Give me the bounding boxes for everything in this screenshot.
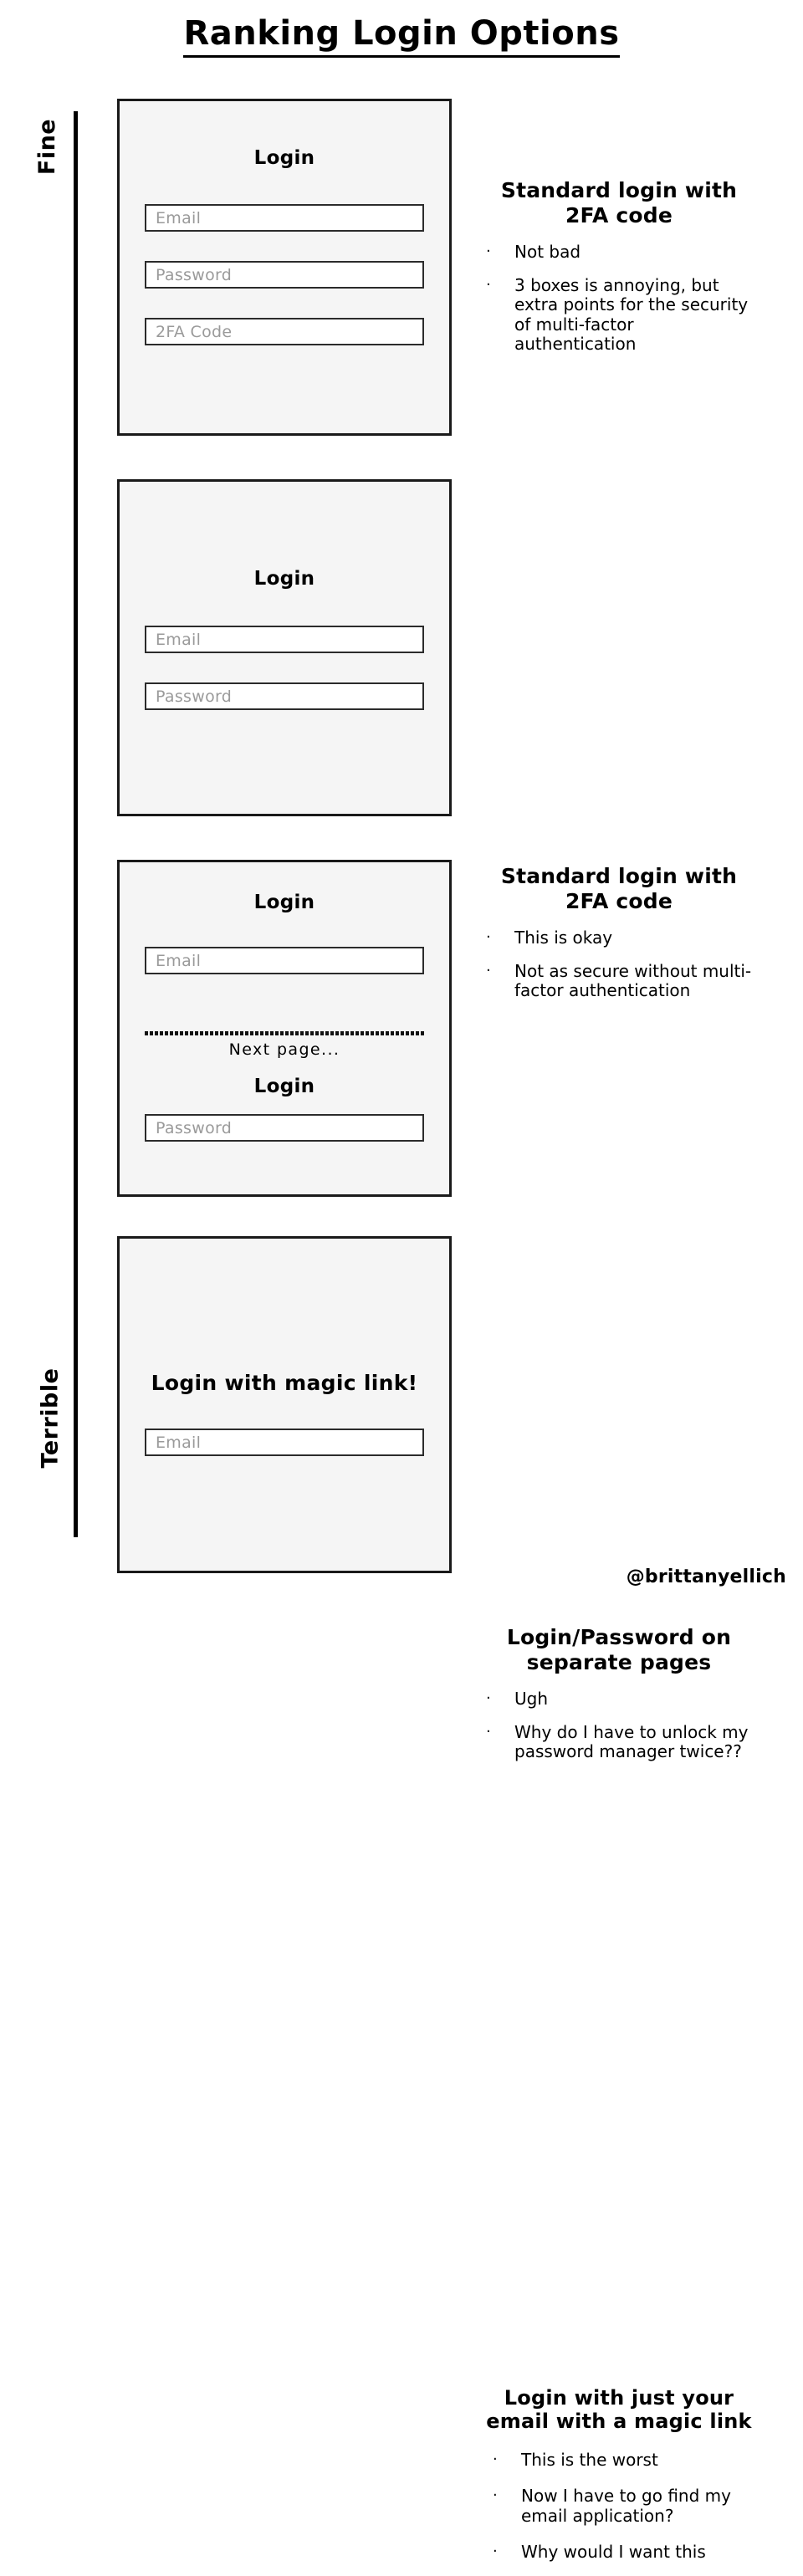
bullet-dot-icon: · <box>486 243 491 260</box>
next-page-label: Next page... <box>228 1040 340 1059</box>
list-item: · Why would I want this <box>481 2543 757 2563</box>
annotation-block-4: Login with just your email with a magic … <box>481 2386 757 2576</box>
list-item: · Now I have to go find my email applica… <box>481 2486 757 2526</box>
annotation-bullet-list: · Not bad · 3 boxes is annoying, but ext… <box>481 242 757 355</box>
annotation-block-3: Login/Password on separate pages · Ugh ·… <box>481 1625 757 1776</box>
login-mockup-card-2: Login Email Password <box>117 479 452 816</box>
mockup-heading: Login <box>253 568 315 590</box>
bullet-dot-icon: · <box>486 961 491 979</box>
page-title-container: Ranking Login Options <box>0 15 803 58</box>
bullet-text: Not as secure without multi-factor authe… <box>514 960 752 1001</box>
mockup-heading-second-page: Login <box>253 1076 315 1097</box>
login-mockup-card-3: Login Email Next page... Login Password <box>117 860 452 1197</box>
password-field[interactable]: Password <box>145 682 424 710</box>
email-field[interactable]: Email <box>145 947 424 974</box>
annotation-heading: Standard login with 2FA code <box>500 178 738 227</box>
bullet-text: 3 boxes is annoying, but extra points fo… <box>514 274 749 355</box>
bullet-text: Why would I want this <box>521 2542 706 2563</box>
annotation-bullet-list: · This is the worst · Now I have to go f… <box>481 2449 757 2563</box>
bullet-text: This is okay <box>514 928 613 948</box>
list-item: · This is the worst <box>481 2449 757 2471</box>
annotation-heading: Standard login with 2FA code <box>500 864 738 913</box>
login-mockup-card-1: Login Email Password 2FA Code <box>117 99 452 436</box>
axis-label-terrible: Terrible <box>0 1368 75 1469</box>
annotation-bullet-list: · This is okay · Not as secure without m… <box>481 928 757 1001</box>
bullet-text: Why do I have to unlock my password mana… <box>514 1721 749 1762</box>
perforation-line-icon <box>145 1031 424 1035</box>
bullet-dot-icon: · <box>486 1689 491 1707</box>
list-item: · 3 boxes is annoying, but extra points … <box>481 274 757 355</box>
email-field[interactable]: Email <box>145 1429 424 1456</box>
bullet-text: Now I have to go find my email applicati… <box>521 2486 731 2526</box>
bullet-text: Ugh <box>514 1689 549 1709</box>
ranking-axis-line <box>74 111 78 1537</box>
axis-label-fine: Fine <box>0 119 75 175</box>
twofa-code-field[interactable]: 2FA Code <box>145 318 424 345</box>
password-field[interactable]: Password <box>145 261 424 289</box>
email-field[interactable]: Email <box>145 204 424 232</box>
bullet-dot-icon: · <box>486 275 491 294</box>
list-item: · Not as secure without multi-factor aut… <box>481 960 757 1001</box>
axis-label-terrible-text: Terrible <box>37 1367 64 1469</box>
password-field[interactable]: Password <box>145 1114 424 1142</box>
mockup-heading: Login <box>253 147 315 169</box>
list-item: · Not bad <box>481 242 757 263</box>
page-break-divider: Next page... <box>145 1031 424 1059</box>
bullet-dot-icon: · <box>486 928 491 946</box>
annotation-heading: Login with just your email with a magic … <box>486 2386 752 2434</box>
bullet-text: This is the worst <box>521 2449 658 2470</box>
mockup-heading: Login with magic link! <box>151 1371 418 1395</box>
login-mockup-card-4: Login with magic link! Email <box>117 1236 452 1573</box>
bullet-text: Not bad <box>514 242 581 262</box>
annotation-bullet-list: · Ugh · Why do I have to unlock my passw… <box>481 1689 757 1762</box>
bullet-dot-icon: · <box>493 2450 498 2468</box>
annotation-block-2: Standard login with 2FA code · This is o… <box>481 864 757 1015</box>
bullet-dot-icon: · <box>493 2487 498 2505</box>
annotation-heading: Login/Password on separate pages <box>506 1625 732 1674</box>
annotation-block-1: Standard login with 2FA code · Not bad ·… <box>481 178 757 368</box>
bullet-dot-icon: · <box>493 2543 498 2561</box>
list-item: · This is okay <box>481 928 757 948</box>
email-field[interactable]: Email <box>145 626 424 653</box>
bullet-dot-icon: · <box>486 1722 491 1740</box>
list-item: · Why do I have to unlock my password ma… <box>481 1721 757 1762</box>
list-item: · Ugh <box>481 1689 757 1710</box>
axis-label-fine-text: Fine <box>33 118 60 176</box>
page-title: Ranking Login Options <box>183 15 620 58</box>
mockup-heading: Login <box>253 892 315 913</box>
author-handle: @brittanyellich <box>626 1567 786 1587</box>
